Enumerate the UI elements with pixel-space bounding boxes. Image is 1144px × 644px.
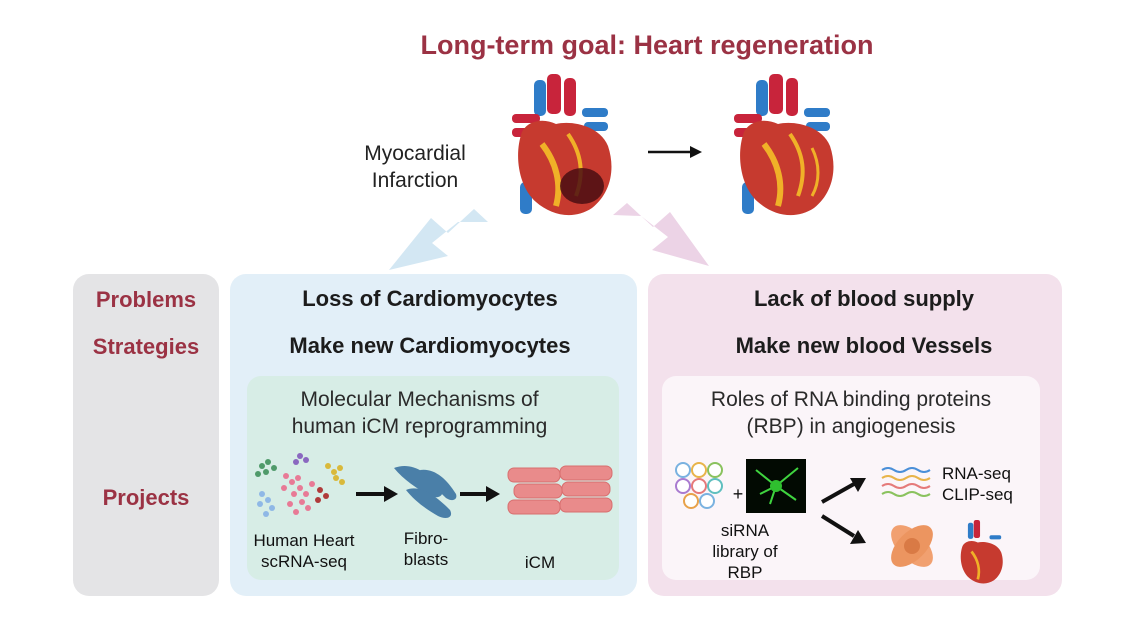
projects-label: Projects [102, 485, 190, 510]
row-labels-column [73, 274, 219, 596]
strategies-label: Strategies [92, 334, 200, 359]
sirna-library-label: siRNA library of RBP [712, 521, 778, 582]
small-heart-icon [960, 520, 1003, 584]
clipseq-label: CLIP-seq [942, 485, 1013, 504]
scrna-cluster-icon [255, 453, 345, 517]
icm-cells-icon [507, 465, 613, 515]
rnaseq-label: RNA-seq [942, 464, 1011, 483]
vascular-organoid-icon [891, 525, 933, 567]
sequencing-reads-icon [881, 467, 931, 497]
myocardial-infarction-label: Myocardial Infarction [364, 142, 466, 192]
pink-down-arrow [613, 203, 709, 266]
problem-blood-supply: Lack of blood supply [753, 286, 974, 311]
problems-label: Problems [95, 287, 197, 312]
human-heart-scrnaseq-label: Human Heart scRNA-seq [253, 531, 355, 571]
problem-loss-cardiomyocytes: Loss of Cardiomyocytes [302, 286, 558, 311]
icm-label: iCM [524, 553, 556, 572]
strategy-new-blood-vessels: Make new blood Vessels [735, 333, 993, 358]
blue-down-arrow [389, 209, 488, 270]
rbp-project-title: Roles of RNA binding proteins (RBP) in a… [710, 388, 992, 438]
icm-project-title: Molecular Mechanisms of human iCM reprog… [291, 388, 548, 438]
page-title: Long-term goal: Heart regeneration [420, 30, 874, 60]
healthy-heart-icon [734, 74, 834, 216]
sirna-library-icon [675, 462, 723, 509]
fibroblast-icon [394, 466, 457, 518]
angiogenesis-microscopy-image [746, 459, 806, 513]
infarcted-heart-icon [512, 74, 612, 216]
plus-sign: + [732, 484, 744, 504]
strategy-new-cardiomyocytes: Make new Cardiomyocytes [289, 333, 571, 358]
fibroblasts-label: Fibro- blasts [403, 529, 449, 569]
